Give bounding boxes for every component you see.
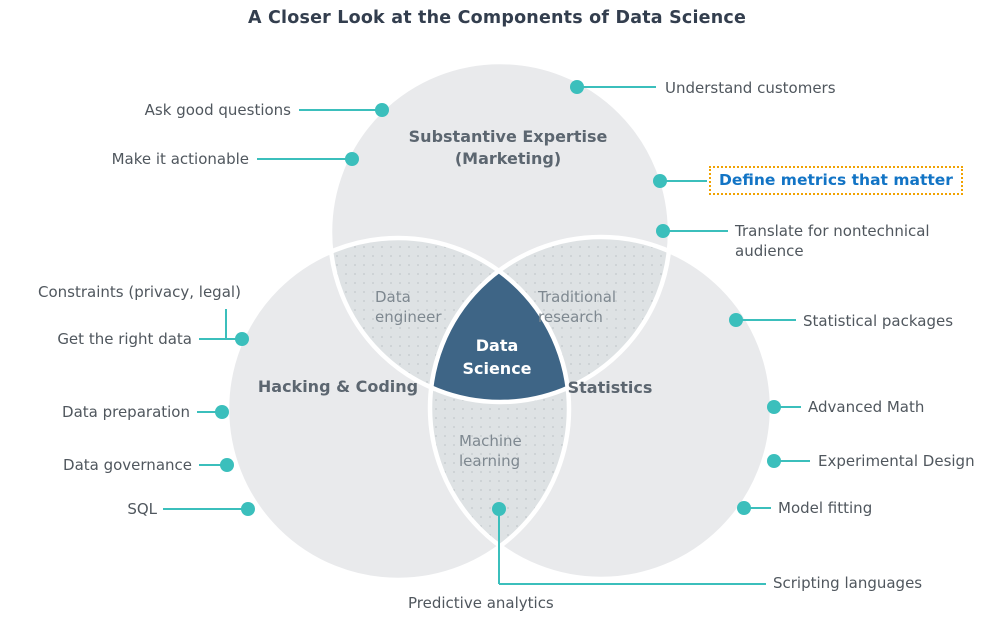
label-statistical-packages: Statistical packages [803,312,954,330]
leader-lines [163,86,810,585]
leader-dot-get-right-data [235,332,249,346]
label-constraints-privacy-legal: Constraints (privacy, legal) [38,283,241,301]
label-scripting-languages: Scripting languages [773,574,923,592]
label-experimental-design: Experimental Design [818,452,975,470]
label-get-the-right-data: Get the right data [57,330,192,348]
leader-dot-translate-nontechnical [656,224,670,238]
venn-label-substantive-expertise: Substantive Expertise (Marketing) [408,127,608,168]
leader-dot-advanced-math [767,400,781,414]
venn-label-data-science: Data Science [462,336,532,379]
label-define-metrics-that-matter[interactable]: Define metrics that matter [709,166,963,195]
venn-label-machine-learning: Machine learning [459,432,522,470]
label-predictive-analytics: Predictive analytics [408,594,554,612]
label-data-governance: Data governance [63,456,192,474]
label-sql: SQL [127,500,157,518]
venn-center-region [430,238,569,402]
label-ask-good-questions: Ask good questions [144,101,291,119]
label-model-fitting: Model fitting [778,499,873,517]
leader-dot-ask-good-questions [375,103,389,117]
label-understand-customers: Understand customers [665,79,836,97]
leader-dot-sql [241,502,255,516]
leader-dot-data-preparation [215,405,229,419]
leader-dot-statistical-packages [729,313,743,327]
venn-label-traditional-research: Traditional research [538,288,617,326]
label-advanced-math: Advanced Math [808,398,925,416]
leader-dot-predictive-analytics [492,502,506,516]
label-make-it-actionable: Make it actionable [111,150,249,168]
label-data-preparation: Data preparation [62,403,190,421]
page-title: A Closer Look at the Components of Data … [247,8,747,28]
venn-label-data-engineer: Data engineer [375,288,442,326]
venn-label-hacking-coding: Hacking & Coding [257,377,419,396]
leader-dot-understand-customers [570,80,584,94]
venn-label-statistics: Statistics [567,378,653,397]
leader-dot-define-metrics [653,174,667,188]
label-translate-nontechnical-audience: Translate for nontechnical audience [735,222,930,260]
leader-dot-make-it-actionable [345,152,359,166]
leader-dot-experimental-design [767,454,781,468]
leader-dot-model-fitting [737,501,751,515]
leader-dot-data-governance [220,458,234,472]
leader-dots [215,80,781,516]
